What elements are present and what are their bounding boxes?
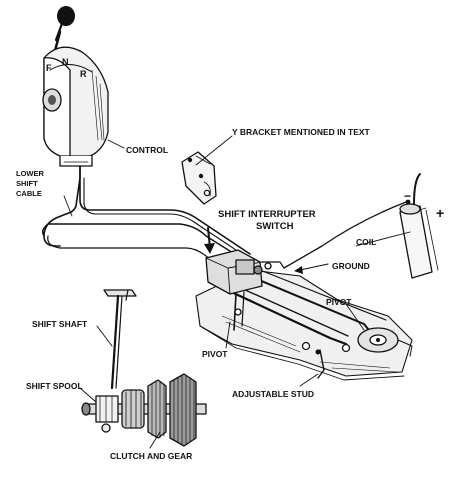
coil-wire [283, 201, 407, 269]
gear-assembly [81, 373, 207, 447]
lever-knob [57, 6, 75, 26]
label-clutch-and-gear: CLUTCH AND GEAR [110, 451, 193, 461]
label-lower-shift-cable-2: SHIFT [16, 179, 38, 188]
ignition-coil [399, 173, 439, 279]
label-leaders [63, 139, 411, 449]
y-bracket-leader [195, 135, 233, 166]
label-adjustable-stud: ADJUSTABLE STUD [232, 389, 315, 399]
linkage-assembly [195, 249, 413, 381]
y-bracket-illustration [181, 151, 217, 205]
label-lower-shift-cable-3: CABLE [16, 189, 42, 198]
label-ground: GROUND [332, 261, 370, 271]
control-mark-forward: F [46, 63, 52, 73]
label-control: CONTROL [126, 145, 169, 155]
control-mark-neutral: N [62, 57, 69, 67]
coil-terminal-positive: + [436, 205, 445, 221]
remote-control-box [42, 6, 109, 179]
label-lower-shift-cable-1: LOWER [16, 169, 44, 178]
label-shift-interrupter-1: SHIFT INTERRUPTER [218, 209, 316, 220]
label-shift-interrupter-2: SWITCH [256, 221, 294, 232]
label-y-bracket: Y BRACKET MENTIONED IN TEXT [232, 127, 370, 137]
label-shift-spool: SHIFT SPOOL [26, 381, 83, 391]
label-pivot-left: PIVOT [202, 349, 228, 359]
label-shift-shaft: SHIFT SHAFT [32, 319, 88, 329]
label-coil: COIL [356, 237, 377, 247]
coil-terminal-negative: − [404, 189, 412, 203]
control-mark-reverse: R [80, 69, 87, 79]
label-pivot-right: PIVOT [326, 297, 352, 307]
shift-shaft [103, 289, 137, 390]
